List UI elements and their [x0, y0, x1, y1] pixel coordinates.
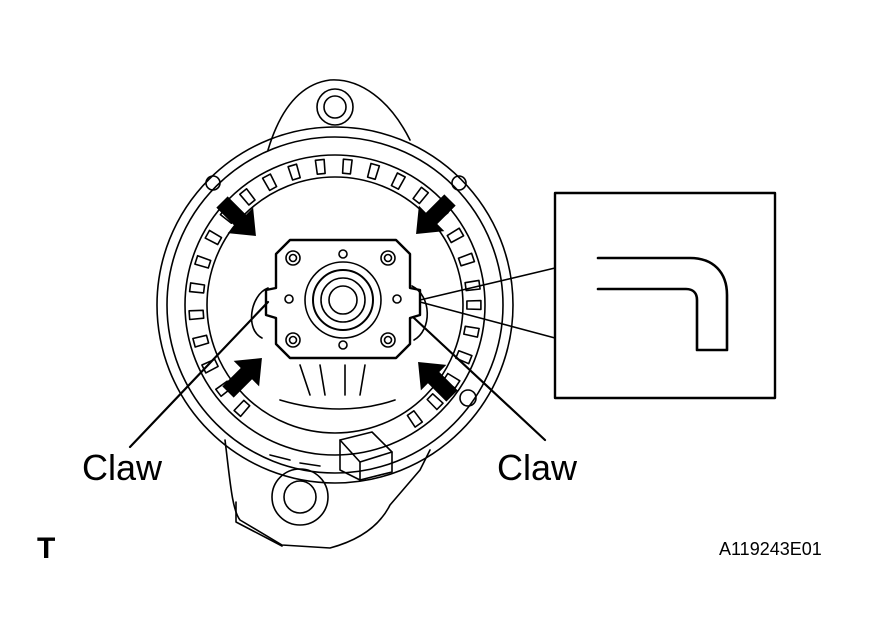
vent-slot: [192, 334, 210, 348]
vent-slot: [455, 350, 473, 365]
vent-slot: [406, 410, 424, 428]
vent-slot: [463, 325, 480, 338]
arrow-bottom-left: [222, 358, 262, 398]
vent-slot: [188, 282, 206, 294]
vent-slot: [194, 254, 212, 269]
top-mounting-ear: [267, 79, 411, 151]
arrow-top-right: [416, 194, 456, 234]
ventilation-slots: [188, 158, 482, 428]
leader-line-right: [412, 316, 547, 442]
leader-line-left: [128, 300, 270, 449]
claw-detail-callout: [419, 191, 777, 400]
vent-slot: [204, 229, 223, 246]
vent-slot: [464, 279, 481, 292]
vent-slot: [233, 399, 251, 418]
vent-slot: [466, 299, 482, 311]
arrow-top-left: [216, 196, 256, 236]
claw-label-right: Claw: [497, 447, 578, 488]
vent-slot: [314, 158, 326, 175]
vent-slot: [412, 186, 430, 205]
lower-mounting-bracket: [224, 431, 431, 549]
end-cover-plate: [264, 238, 422, 360]
claw-detail-shape: [596, 256, 729, 352]
vent-slot: [457, 252, 476, 267]
claw-leader-lines: [128, 300, 547, 449]
vent-slot: [366, 162, 381, 181]
alternator-housing: [156, 126, 514, 484]
vent-slot: [426, 393, 444, 411]
figure-code: A119243E01: [719, 539, 822, 559]
vent-slot: [239, 188, 256, 206]
vent-slot: [287, 163, 301, 181]
vent-slot: [446, 227, 465, 244]
arrow-bottom-right: [418, 362, 458, 402]
corner-mark: T: [37, 532, 56, 565]
vent-slot: [201, 358, 219, 374]
vent-slot: [188, 309, 205, 321]
vent-slot: [341, 158, 353, 175]
vent-slot: [390, 172, 406, 190]
push-arrows: [216, 194, 458, 402]
vent-slot: [261, 173, 278, 192]
claw-label-left: Claw: [82, 447, 163, 488]
brush-holder-fins: [279, 364, 396, 410]
